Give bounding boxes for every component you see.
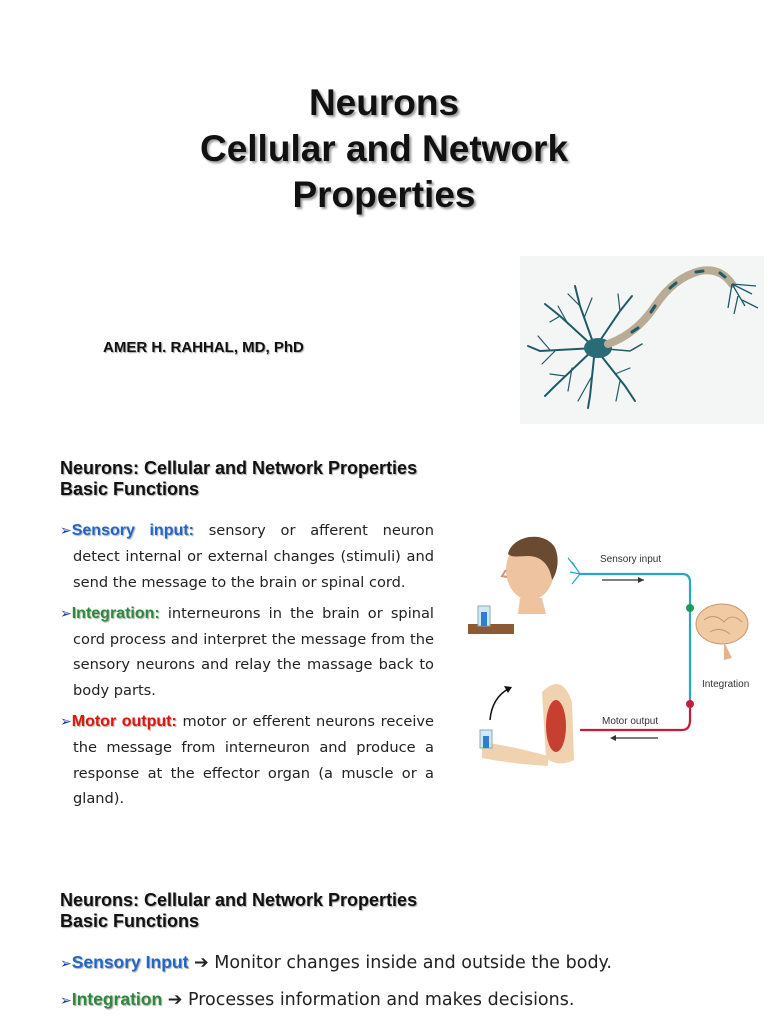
heading-line-1: Neurons: Cellular and Network Properties <box>60 890 418 910</box>
bullet-arrow-icon: ➢ <box>60 956 72 972</box>
neuron-image <box>527 266 759 409</box>
slide-heading: Neurons: Cellular and Network Properties… <box>60 458 417 500</box>
term-integration: Integration <box>71 989 163 1009</box>
term-sensory-input: Sensory input: <box>71 522 194 539</box>
bullet-arrow-icon: ➢ <box>60 993 72 1009</box>
title-slide: Neurons Cellular and Network Properties … <box>0 0 768 432</box>
heading-line-2: Basic Functions <box>60 911 200 931</box>
summary-item-sensory-input: ➢Sensory Input ➔ Monitor changes inside … <box>60 952 760 973</box>
term-integration: Integration: <box>71 604 160 622</box>
desc-motor-output: motor or efferent neurons receive the me… <box>73 713 435 807</box>
diagram-label-integration: Integration <box>702 679 749 690</box>
bullet-sensory-input: ➢Sensory input: sensory or afferent neur… <box>60 518 434 595</box>
pathway-diagram-svg: Sensory input Integration Motor ou <box>468 536 749 766</box>
summary-list: ➢Sensory Input ➔ Monitor changes inside … <box>60 952 760 1026</box>
desc-integration: interneurons in the brain or spinal cord… <box>73 604 434 699</box>
diagram-label-motor-output: Motor output <box>602 716 658 727</box>
slide-heading: Neurons: Cellular and Network Properties… <box>60 890 417 932</box>
presentation-title: Neurons Cellular and Network Properties <box>0 80 768 218</box>
bullet-arrow-icon: ➢ <box>60 523 72 539</box>
desc-sensory-input: Monitor changes inside and outside the b… <box>214 953 612 973</box>
bullet-arrow-icon: ➢ <box>60 605 72 622</box>
reflex-pathway-diagram: Sensory input Integration Motor ou <box>462 532 762 772</box>
title-line-1: Neurons <box>308 82 460 123</box>
water-glass-icon <box>468 605 514 634</box>
brain-icon <box>695 603 749 660</box>
bullet-motor-output: ➢Motor output: motor or efferent neurons… <box>60 709 434 811</box>
heading-line-2: Basic Functions <box>60 479 200 499</box>
title-line-3: Properties <box>292 174 476 215</box>
right-arrow-icon: ➔ <box>167 990 183 1010</box>
neuron-illustration <box>520 256 764 424</box>
term-sensory-input: Sensory Input <box>71 952 189 972</box>
head-icon <box>500 536 558 614</box>
desc-integration: Processes information and makes decision… <box>187 990 575 1010</box>
bullet-arrow-icon: ➢ <box>60 714 72 731</box>
diagram-label-sensory-input: Sensory input <box>600 554 661 565</box>
summary-item-integration: ➢Integration ➔ Processes information and… <box>60 989 760 1010</box>
basic-functions-slide: Neurons: Cellular and Network Properties… <box>0 432 768 860</box>
basic-functions-summary-slide: Neurons: Cellular and Network Properties… <box>0 860 768 1024</box>
heading-line-1: Neurons: Cellular and Network Properties <box>60 458 418 478</box>
arm-muscle-icon <box>479 684 574 766</box>
right-arrow-icon: ➔ <box>194 953 209 973</box>
title-line-2: Cellular and Network <box>199 128 569 169</box>
function-bullet-list: ➢Sensory input: sensory or afferent neur… <box>60 518 434 817</box>
desc-sensory-input: sensory or afferent neuron detect intern… <box>73 522 434 591</box>
term-motor-output: Motor output: <box>71 713 177 731</box>
bullet-integration: ➢Integration: interneurons in the brain … <box>60 601 434 703</box>
author-name: AMER H. RAHHAL, MD, PhD <box>103 339 304 356</box>
